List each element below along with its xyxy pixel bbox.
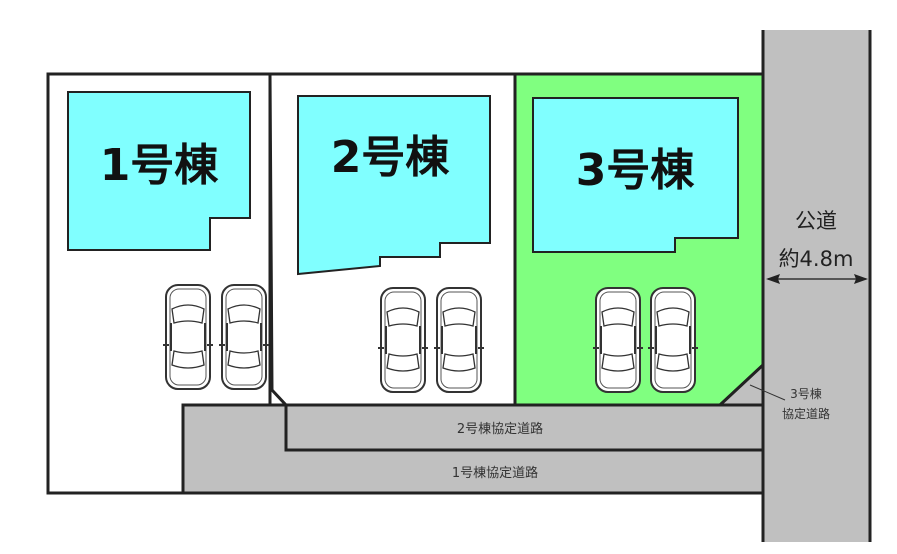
road-3-label-1: 3号棟 (790, 386, 822, 401)
parking-car-icon (218, 284, 270, 390)
building-2: 2号棟 (297, 95, 491, 276)
parking-car-icon (592, 287, 644, 393)
building-1-label: 1号棟 (100, 140, 220, 191)
parking-car-icon (377, 287, 429, 393)
building-3: 3号棟 (532, 97, 739, 253)
building-3-label: 3号棟 (576, 145, 696, 196)
road-3-label-2: 協定道路 (782, 406, 830, 421)
parking-car-icon (162, 284, 214, 390)
road-2: 2号棟協定道路 (284, 403, 765, 452)
width-arrow-icon (766, 274, 868, 284)
road-2-label: 2号棟協定道路 (457, 421, 543, 437)
building-1: 1号棟 (67, 91, 251, 251)
road-3: 3号棟 協定道路 (716, 361, 830, 421)
public-road-label: 公道 (795, 209, 837, 233)
public-road-width: 約4.8m (779, 247, 854, 271)
parking-car-icon (433, 287, 485, 393)
public-road: 公道 約4.8m (761, 30, 872, 542)
road-1-label: 1号棟協定道路 (452, 465, 538, 481)
building-2-label: 2号棟 (331, 132, 451, 183)
parking-car-icon (647, 287, 699, 393)
